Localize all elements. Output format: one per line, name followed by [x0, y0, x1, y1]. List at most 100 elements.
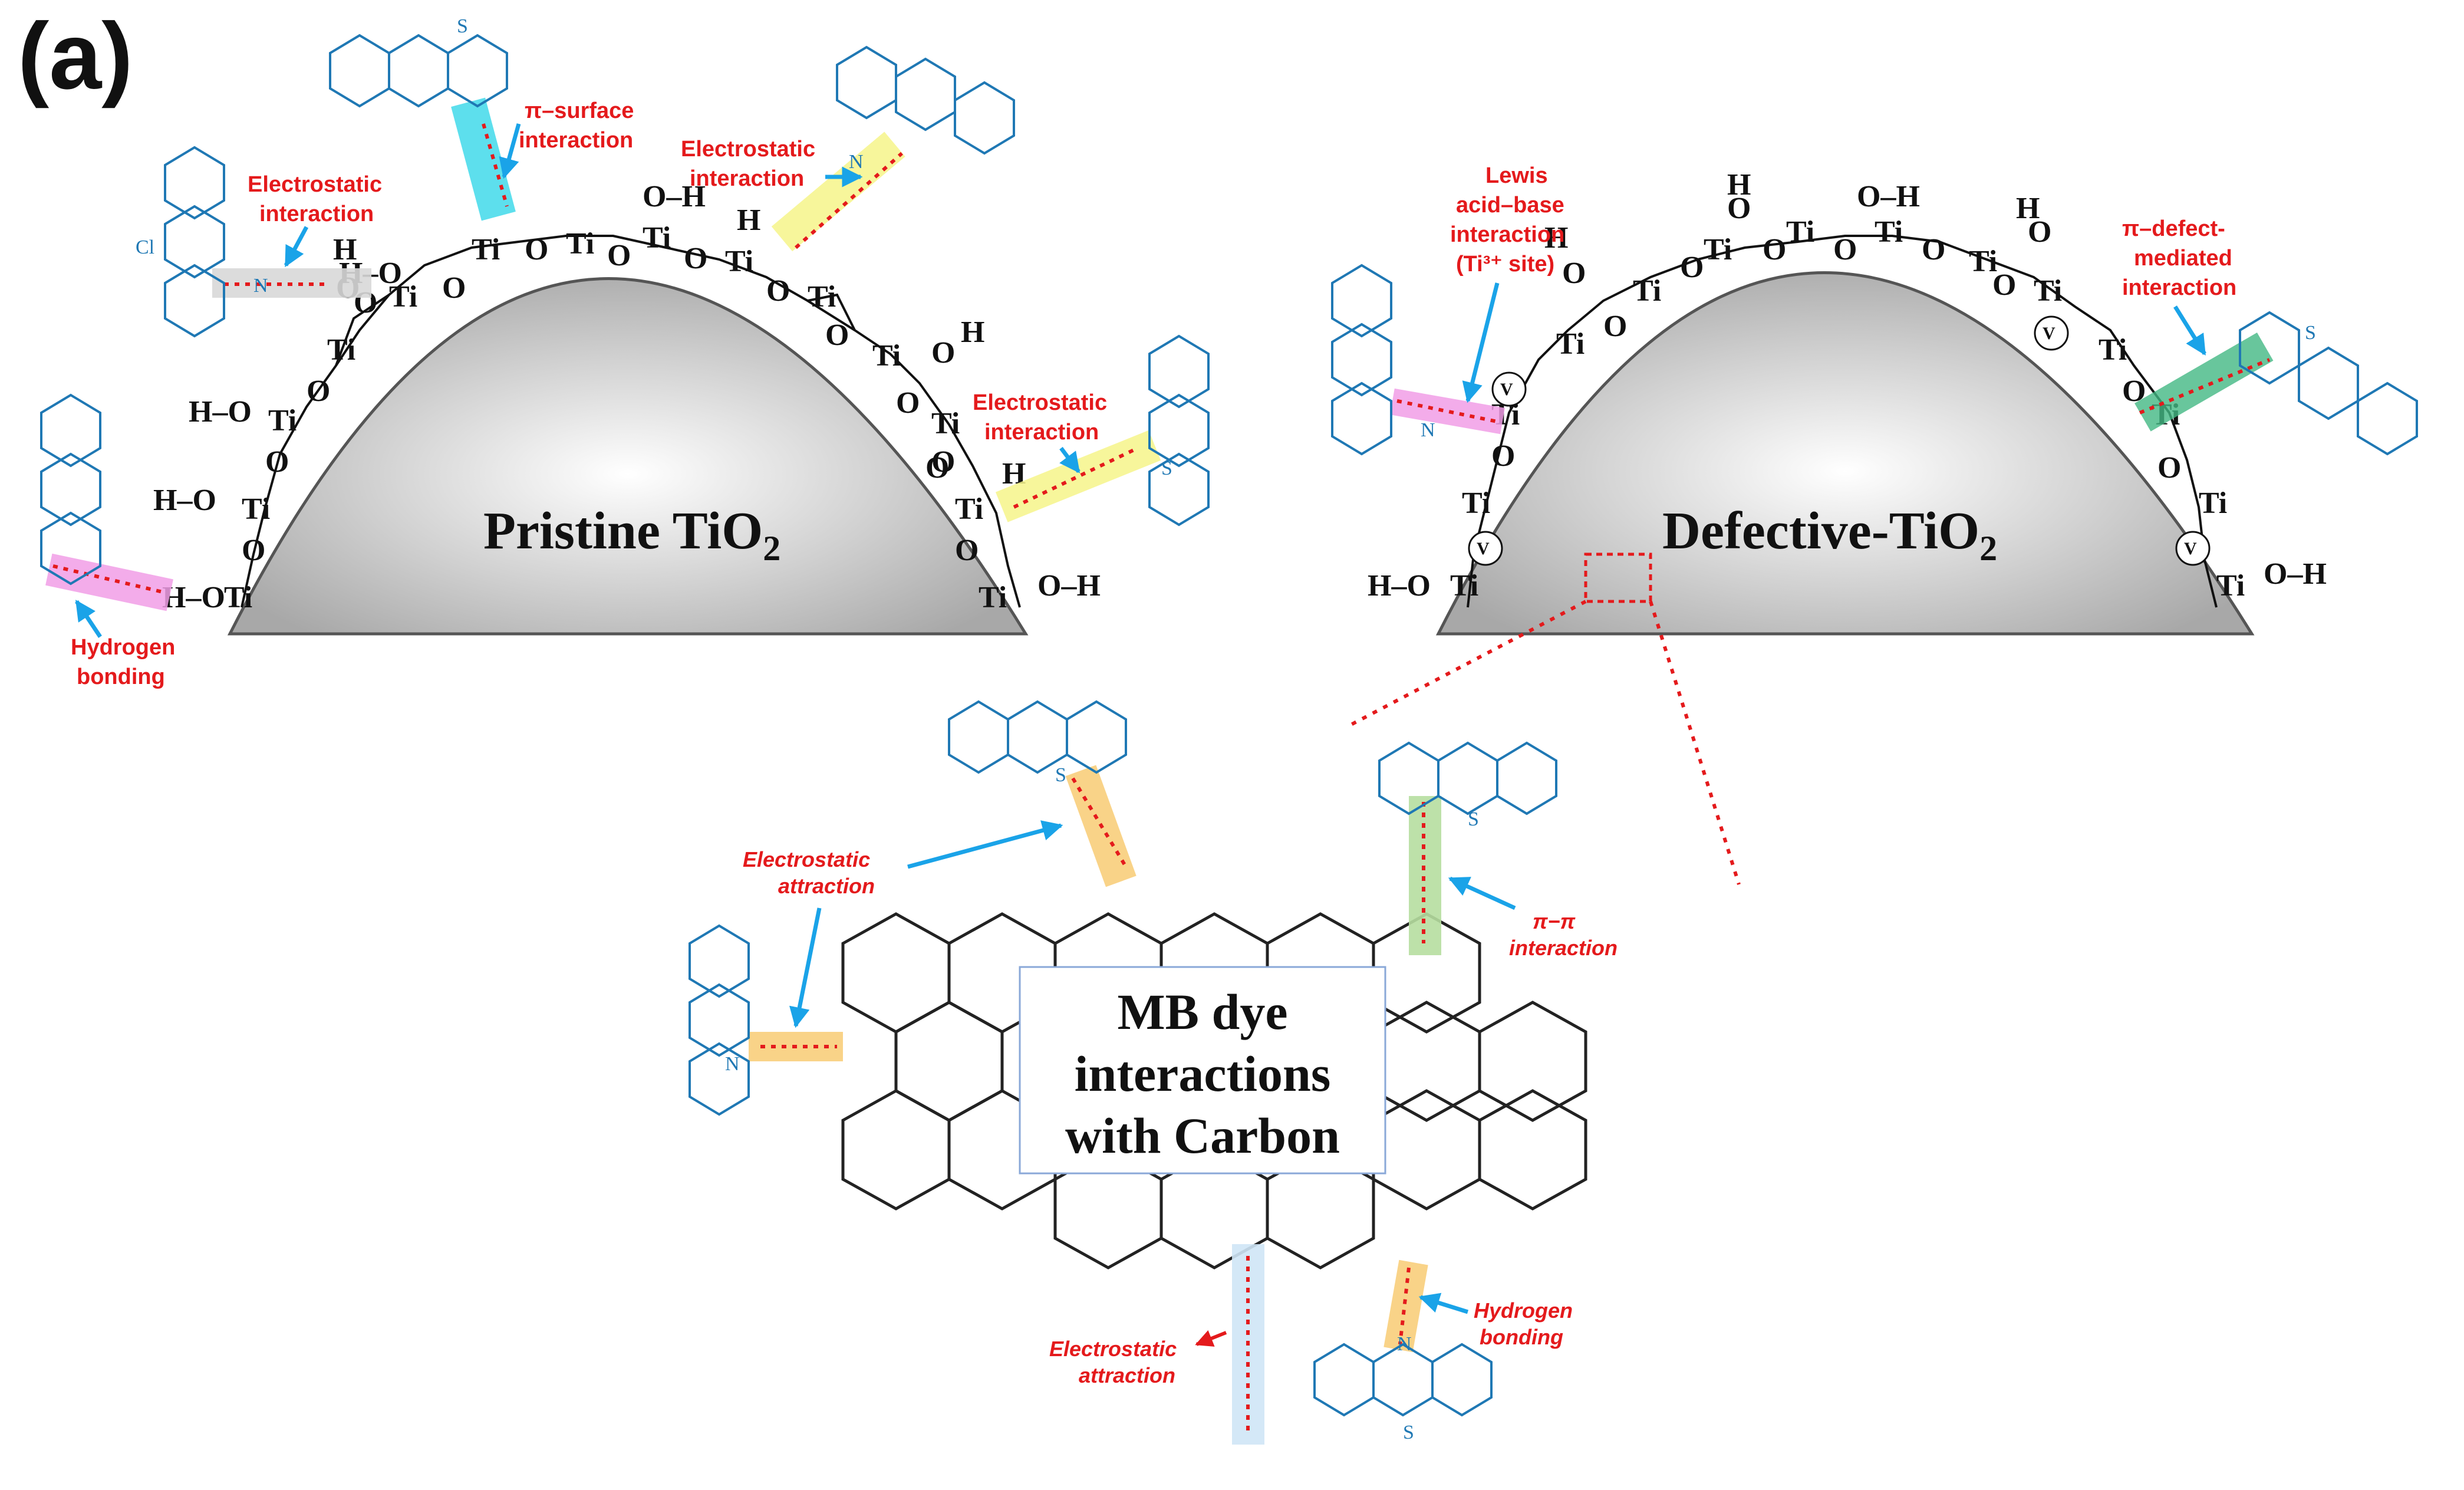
svg-text:Ti: Ti	[2199, 486, 2227, 520]
svg-text:Ti: Ti	[1450, 569, 1478, 603]
svg-text:H–O: H–O	[189, 395, 252, 429]
panel-label: (a)	[18, 3, 133, 108]
svg-text:O–H: O–H	[1857, 180, 1920, 213]
svg-text:Ti: Ti	[979, 581, 1007, 614]
svg-text:O: O	[1680, 251, 1704, 284]
carbon-labels: Electrostatic attraction π−π interaction…	[743, 847, 1618, 1387]
carbon-hl-pi-pi	[1409, 796, 1441, 955]
pristine-labels: π–surface interaction Electrostatic inte…	[71, 98, 1107, 689]
svg-text:interaction: interaction	[1509, 936, 1618, 960]
dye-left-pristine	[164, 146, 225, 338]
pristine-ti-o-network	[241, 235, 1021, 608]
svg-text:O: O	[265, 445, 289, 479]
svg-text:π–surface: π–surface	[525, 98, 634, 123]
svg-text:Electrostatic: Electrostatic	[1049, 1337, 1177, 1361]
svg-text:(Ti³⁺ site): (Ti³⁺ site)	[1456, 252, 1554, 277]
svg-text:interaction: interaction	[259, 202, 374, 226]
svg-text:O: O	[1562, 256, 1586, 290]
svg-text:Ti: Ti	[224, 581, 252, 614]
defective-vo-labels: V V V V	[1477, 324, 2197, 558]
dye-carbon-top	[948, 700, 1127, 774]
svg-text:O: O	[307, 374, 330, 408]
svg-text:H: H	[961, 315, 984, 349]
svg-text:O: O	[931, 445, 955, 479]
svg-text:V: V	[1477, 539, 1490, 558]
svg-text:Ti: Ti	[472, 233, 500, 267]
svg-text:O: O	[766, 274, 790, 308]
defective-atoms: Ti H–O Ti O Ti Ti O Ti O Ti O Ti O Ti O …	[1368, 168, 2327, 603]
carbon-title: MB dye interactions with Carbon	[1065, 984, 1340, 1164]
svg-text:attraction: attraction	[778, 874, 875, 898]
carbon-interaction-dots	[760, 777, 1425, 1433]
svg-text:S: S	[1403, 1422, 1414, 1443]
svg-text:O: O	[1992, 268, 2016, 302]
dye-carbon-left	[689, 924, 750, 1116]
svg-text:interaction: interaction	[1450, 222, 1564, 247]
svg-text:Ti: Ti	[643, 221, 671, 255]
defective-interaction-dots	[1396, 358, 2271, 423]
svg-text:Ti: Ti	[1875, 215, 1903, 249]
svg-text:O: O	[2157, 451, 2181, 485]
pristine-arrows	[75, 123, 1081, 638]
svg-text:O: O	[607, 239, 631, 272]
dye-top-left	[329, 34, 508, 108]
carbon-red-arrow	[1195, 1330, 1227, 1347]
svg-text:N: N	[849, 151, 864, 173]
svg-text:interaction: interaction	[2122, 275, 2236, 300]
svg-text:S: S	[457, 15, 468, 37]
svg-text:H: H	[1544, 221, 1568, 255]
svg-text:V: V	[1500, 380, 1513, 399]
svg-text:O: O	[442, 271, 466, 305]
svg-text:O: O	[896, 386, 920, 420]
svg-text:O: O	[242, 534, 265, 567]
svg-text:Hydrogen: Hydrogen	[1474, 1298, 1573, 1323]
svg-text:Lewis: Lewis	[1485, 163, 1548, 188]
svg-text:Ti: Ti	[2216, 569, 2245, 603]
defective-hl-pi-defect	[2134, 333, 2274, 432]
svg-text:bonding: bonding	[77, 665, 165, 689]
svg-text:N: N	[1397, 1333, 1412, 1355]
svg-text:Ti: Ti	[872, 339, 901, 373]
svg-text:Ti: Ti	[242, 492, 270, 526]
svg-text:Ti: Ti	[931, 407, 960, 440]
svg-text:O: O	[1833, 233, 1857, 267]
svg-text:O: O	[955, 534, 979, 567]
svg-text:O: O	[1491, 439, 1515, 473]
svg-text:S: S	[1468, 808, 1479, 830]
zoom-box	[1584, 552, 1652, 603]
svg-text:Electrostatic: Electrostatic	[973, 390, 1107, 415]
svg-text:N: N	[725, 1053, 740, 1075]
svg-text:S: S	[1161, 458, 1172, 479]
svg-text:O: O	[1603, 310, 1627, 343]
pristine-title: Pristine TiO2	[483, 502, 780, 568]
svg-text:Ti: Ti	[1556, 327, 1585, 361]
svg-text:Ti: Ti	[268, 404, 297, 438]
svg-text:π–defect-: π–defect-	[2122, 216, 2225, 241]
svg-text:interaction: interaction	[690, 166, 804, 191]
svg-text:mediated: mediated	[2134, 246, 2232, 271]
svg-text:Ti: Ti	[2099, 333, 2127, 367]
svg-text:Ti: Ti	[1786, 215, 1814, 249]
dye-top-right	[836, 45, 1015, 155]
svg-text:O: O	[684, 242, 707, 275]
svg-text:with Carbon: with Carbon	[1065, 1107, 1340, 1164]
svg-text:Cl: Cl	[136, 236, 154, 258]
svg-text:H–O: H–O	[162, 581, 225, 614]
svg-text:bonding: bonding	[1480, 1325, 1563, 1349]
svg-text:S: S	[1055, 764, 1066, 786]
svg-text:interactions: interactions	[1075, 1045, 1331, 1102]
pristine-sphere	[227, 277, 1029, 636]
svg-text:Hydrogen: Hydrogen	[71, 635, 175, 660]
svg-text:O–H: O–H	[643, 180, 706, 213]
defective-oxygen-vacancies	[1468, 315, 2211, 566]
svg-text:O: O	[525, 233, 548, 267]
svg-text:O–H: O–H	[1037, 569, 1101, 603]
svg-text:N: N	[1421, 419, 1435, 441]
svg-text:O: O	[1727, 192, 1751, 225]
pristine-hl-pi-surface	[451, 97, 516, 221]
svg-text:S: S	[2305, 322, 2316, 344]
carbon-panel: MB dye interactions with Carbon Electros…	[743, 765, 1618, 1445]
svg-text:V: V	[2184, 539, 2197, 558]
defective-sphere	[1435, 271, 2255, 636]
